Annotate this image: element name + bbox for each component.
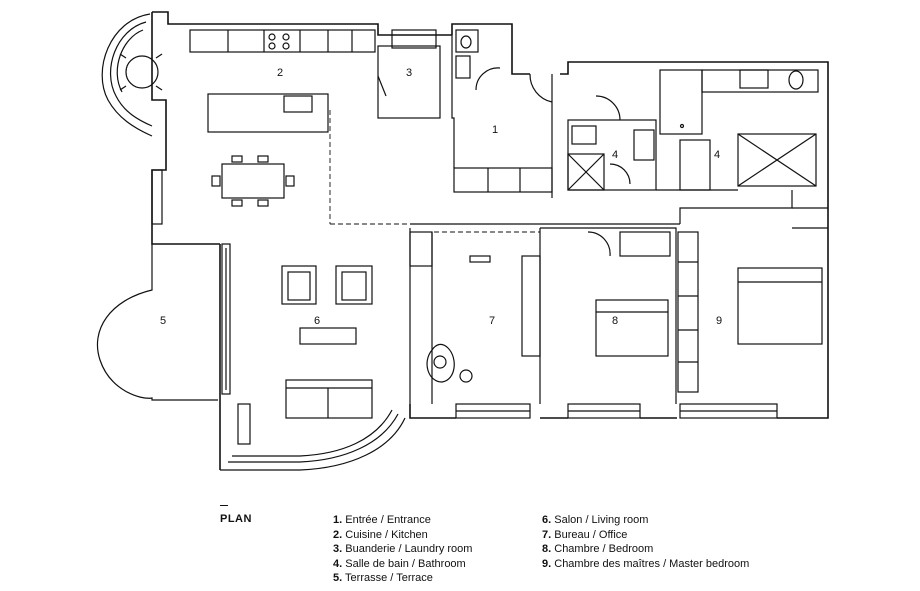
legend-text: Chambre / Bedroom — [554, 543, 654, 556]
terrace-outline — [96, 244, 218, 401]
legend-number: 6. — [542, 514, 552, 526]
legend-item: 1. Entrée / Entrance — [333, 513, 472, 528]
room-label-4: 4 — [714, 149, 721, 161]
dining-table — [211, 155, 295, 207]
room-label-6: 6 — [314, 315, 321, 327]
legend-text: Salle de bain / Bathroom — [345, 557, 466, 570]
room-label-9: 9 — [716, 315, 723, 327]
bedroom — [540, 227, 677, 404]
legend-text: Bureau / Office — [554, 528, 628, 541]
room-label-4: 4 — [612, 149, 619, 161]
bathroom-2 — [656, 69, 819, 191]
legend-item: 4. Salle de bain / Bathroom — [333, 557, 472, 572]
room-label-2: 2 — [277, 67, 284, 79]
legend-item: 3. Buanderie / Laundry room — [333, 542, 472, 557]
bathroom-1 — [567, 95, 657, 191]
entrance — [451, 29, 553, 198]
outer-walls — [151, 11, 829, 470]
room-label-5: 5 — [160, 315, 167, 327]
living-bay-window — [220, 409, 406, 471]
legend-item: 7. Bureau / Office — [542, 528, 749, 543]
dashed-boundaries — [329, 110, 540, 233]
plan-title-rule — [220, 505, 228, 506]
room-label-8: 8 — [612, 315, 619, 327]
bedroom-windows — [455, 403, 778, 419]
corridor — [410, 190, 828, 229]
legend-number: 1. — [333, 514, 343, 526]
legend-number: 8. — [542, 543, 552, 556]
legend-text: Cuisine / Kitchen — [345, 528, 428, 541]
legend-left: 1. Entrée / Entrance 2. Cuisine / Kitche… — [333, 513, 472, 586]
kitchen-counters — [189, 29, 376, 133]
legend-text: Terrasse / Terrace — [345, 572, 433, 585]
room-label-7: 7 — [489, 315, 496, 327]
legend-item: 5. Terrasse / Terrace — [333, 571, 472, 586]
legend-right: 6. Salon / Living room 7. Bureau / Offic… — [542, 513, 749, 571]
floor-plan — [96, 11, 829, 471]
legend-item: 9. Chambre des maîtres / Master bedroom — [542, 557, 749, 572]
kitchen-bay-window — [101, 13, 163, 137]
room-label-1: 1 — [492, 124, 499, 136]
laundry — [377, 29, 441, 119]
living-furniture — [281, 265, 373, 419]
legend-item: 6. Salon / Living room — [542, 513, 749, 528]
legend-number: 4. — [333, 557, 343, 570]
legend-number: 7. — [542, 528, 552, 541]
legend-number: 3. — [333, 543, 343, 556]
legend-number: 2. — [333, 528, 343, 541]
master-bedroom — [677, 231, 823, 393]
plan-title: PLAN — [220, 513, 252, 525]
legend-item: 2. Cuisine / Kitchen — [333, 528, 472, 543]
office — [409, 228, 541, 404]
legend-text: Chambre des maîtres / Master bedroom — [554, 557, 750, 570]
room-label-3: 3 — [406, 67, 413, 79]
legend-number: 5. — [333, 572, 343, 585]
legend-number: 9. — [542, 557, 552, 570]
legend-text: Buanderie / Laundry room — [345, 543, 473, 556]
legend-text: Salon / Living room — [554, 514, 649, 526]
legend-text: Entrée / Entrance — [345, 514, 431, 526]
window-rails — [151, 169, 251, 445]
legend-item: 8. Chambre / Bedroom — [542, 542, 749, 557]
